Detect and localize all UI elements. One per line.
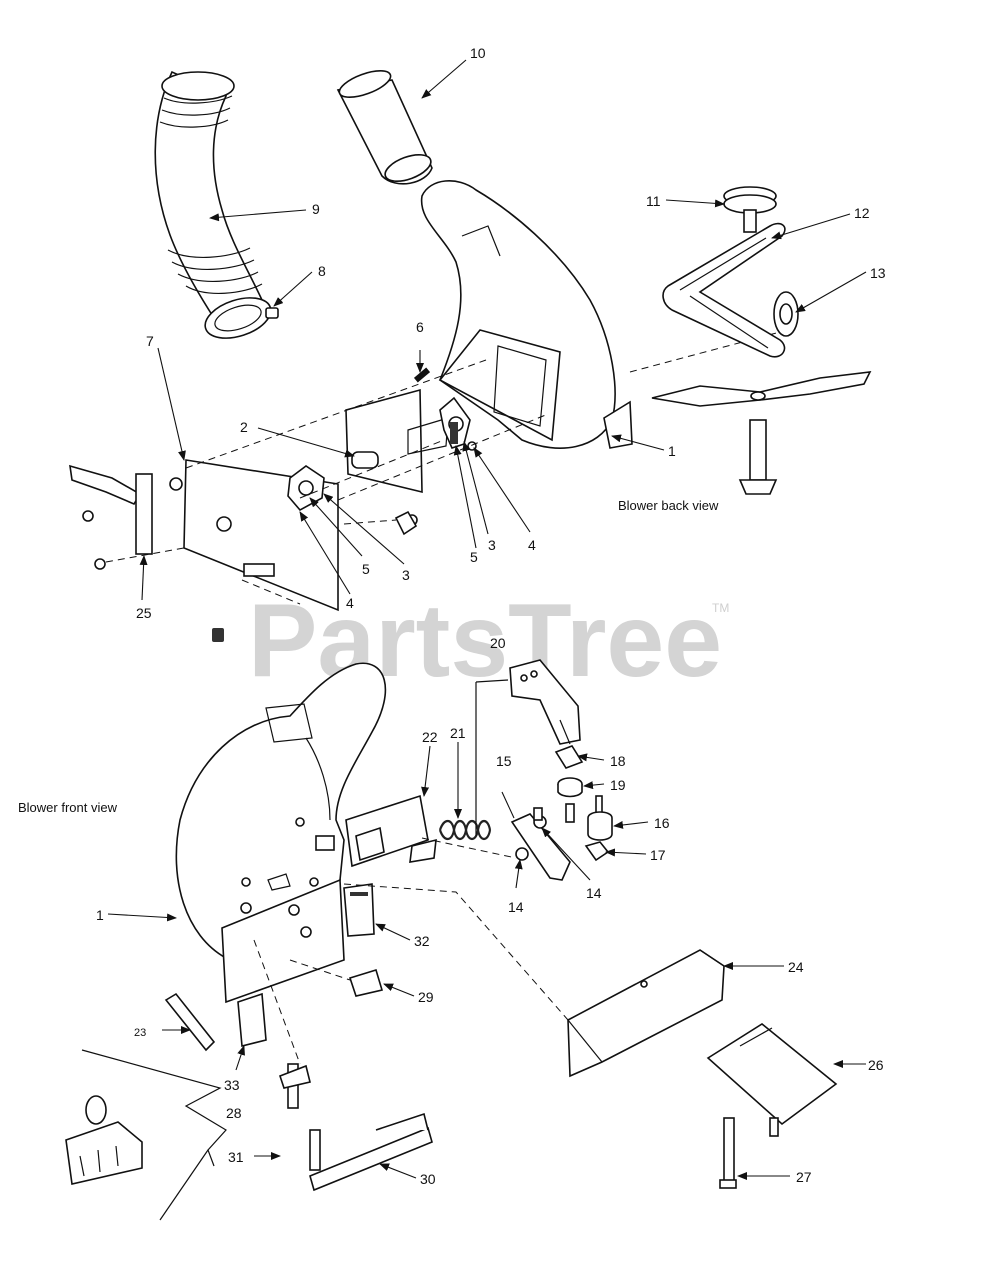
callout-16: 16 [654, 815, 670, 831]
assembly-lines-bottom [253, 679, 569, 1065]
flex-hose [154, 70, 272, 339]
callout-25: 25 [136, 605, 152, 621]
callout-23: 23 [134, 1027, 146, 1039]
callout-4-b: 4 [528, 537, 536, 553]
callout-2: 2 [240, 419, 248, 435]
callout-18: 18 [610, 753, 626, 769]
bracket-22 [315, 794, 437, 868]
rod-31 [278, 1063, 311, 1109]
assembly-lines-top [105, 331, 781, 605]
callout-20: 20 [490, 635, 506, 651]
arm-14-15 [501, 791, 571, 881]
callout-5-a: 5 [362, 561, 370, 577]
pulley-13 [773, 291, 799, 337]
bracket-20 [509, 659, 581, 745]
callout-labels: 1 1 2 3 3 4 4 5 5 6 7 8 9 10 11 12 13 14… [96, 45, 886, 1187]
callout-24: 24 [788, 959, 804, 975]
bumper-19 [557, 777, 583, 823]
bushing-2 [351, 451, 379, 469]
decal-32 [343, 883, 375, 937]
chute-24 [567, 949, 725, 1078]
callout-9: 9 [312, 201, 320, 217]
callout-1-back: 1 [668, 443, 676, 459]
clip-29 [348, 968, 384, 997]
clip-18 [554, 745, 584, 769]
callout-17: 17 [650, 847, 666, 863]
guard-26 [706, 1023, 838, 1137]
caption-front-view: Blower front view [18, 800, 118, 815]
callout-12: 12 [854, 205, 870, 221]
callout-3-b: 3 [488, 537, 496, 553]
callout-10: 10 [470, 45, 486, 61]
callout-3-a: 3 [402, 567, 410, 583]
callout-26: 26 [868, 1057, 884, 1073]
callout-13: 13 [870, 265, 886, 281]
blower-blade [651, 371, 872, 495]
front-plate [221, 873, 345, 1004]
callout-1-front: 1 [96, 907, 104, 923]
callout-29: 29 [418, 989, 434, 1005]
spring-21 [438, 819, 492, 841]
callout-32: 32 [414, 933, 430, 949]
callout-21: 21 [450, 725, 466, 741]
bumper-16 [587, 795, 613, 841]
pin-6 [413, 367, 431, 383]
callout-8: 8 [318, 263, 326, 279]
callout-28: 28 [226, 1105, 242, 1121]
callout-30: 30 [420, 1171, 436, 1187]
pulley-11 [723, 186, 777, 233]
link-23 [164, 992, 216, 1052]
callout-4-a: 4 [346, 595, 354, 611]
callout-14-a: 14 [508, 899, 524, 915]
drive-belt [662, 222, 786, 358]
bracket-33 [237, 992, 267, 1048]
blower-housing-back [420, 180, 633, 449]
caption-back-view: Blower back view [618, 498, 719, 513]
callout-5-b: 5 [470, 549, 478, 565]
bracket-28 [65, 1049, 227, 1221]
callout-22: 22 [422, 729, 438, 745]
leader-lines [107, 59, 867, 1180]
callout-15: 15 [496, 753, 512, 769]
hose-clamp [265, 307, 279, 319]
callout-27: 27 [796, 1169, 812, 1185]
callout-11: 11 [646, 193, 661, 209]
callout-19: 19 [610, 777, 626, 793]
nut-17 [584, 841, 610, 862]
bearing-flange-right [439, 396, 477, 451]
callout-6: 6 [416, 319, 424, 335]
watermark-trademark: TM [712, 601, 729, 615]
rod-27 [719, 1117, 737, 1189]
callout-33: 33 [224, 1077, 240, 1093]
callout-14-b: 14 [586, 885, 602, 901]
callout-7: 7 [146, 333, 154, 349]
bracket-30 [309, 1112, 433, 1192]
callout-31: 31 [228, 1149, 244, 1165]
side-bracket [69, 464, 153, 570]
discharge-tube [336, 70, 433, 185]
